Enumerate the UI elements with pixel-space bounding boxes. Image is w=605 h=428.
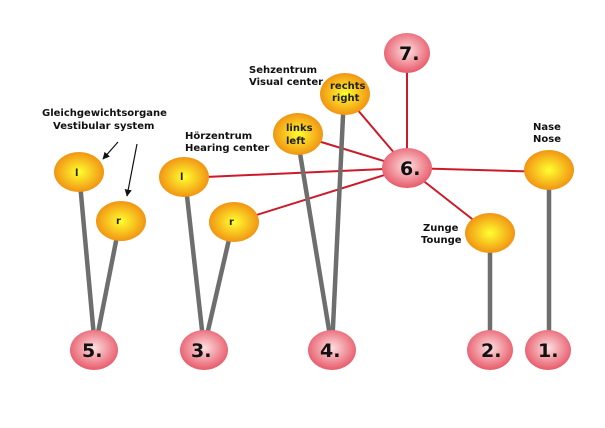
orange-nodes: l r l r links left rechts right	[54, 73, 574, 253]
gray-connections	[76, 94, 552, 349]
nose-caption-de: Nase	[533, 122, 561, 133]
nose-node	[524, 150, 574, 190]
vestibular-left-node	[54, 152, 104, 192]
node-7	[384, 33, 430, 73]
hearing-left-node	[159, 157, 209, 197]
visual-caption-en: Visual center	[249, 77, 323, 88]
visual-right-label-de: rechts	[330, 81, 366, 92]
visual-right-label-en: right	[332, 93, 360, 104]
link-hear-l-to-3	[182, 177, 207, 349]
hearing-left-label: l	[180, 172, 183, 183]
link-6-to-hearing-right	[233, 167, 408, 223]
link-hear-r-to-3	[201, 221, 236, 349]
node-5-number: 5.	[82, 340, 102, 362]
arrow-to-vest-r	[124, 143, 138, 197]
node-4-number: 4.	[320, 340, 340, 362]
link-visual-left-to-4	[294, 134, 335, 349]
hearing-caption-de: Hörzentrum	[185, 131, 252, 142]
node-3-number: 3.	[191, 340, 211, 362]
node-3	[180, 330, 228, 370]
vestibular-right-label: r	[116, 216, 121, 227]
visual-left-label-en: left	[286, 136, 306, 147]
node-5	[70, 330, 118, 370]
link-vest-r-to-5	[92, 220, 123, 349]
tongue-caption-de: Zunge	[423, 223, 459, 234]
numbered-nodes: 6. 7. 5. 3. 4. 2. 1.	[70, 33, 571, 370]
hearing-right-label: r	[229, 217, 234, 228]
visual-left-node	[273, 113, 323, 155]
node-1-number: 1.	[538, 340, 558, 362]
node-6-number: 6.	[400, 158, 420, 180]
visual-right-node	[320, 73, 370, 115]
node-6	[382, 148, 432, 188]
link-visual-right-to-4	[329, 94, 347, 349]
captions: Gleichgewichtsorgane Vestibular system H…	[42, 65, 561, 246]
vestibular-right-node	[96, 201, 146, 241]
tongue-caption-en: Tounge	[421, 235, 462, 246]
link-vest-l-to-5	[76, 171, 98, 349]
tongue-node	[465, 213, 515, 253]
node-2	[467, 330, 513, 370]
node-1	[525, 330, 571, 370]
hearing-right-node	[209, 202, 259, 242]
visual-left-label-de: links	[286, 123, 313, 134]
nose-caption-en: Nose	[533, 134, 561, 145]
link-6-to-hearing-left	[182, 167, 408, 179]
vestibular-caption-de: Gleichgewichtsorgane	[42, 108, 167, 119]
vestibular-left-label: l	[75, 168, 78, 179]
vestibular-caption-en: Vestibular system	[53, 121, 154, 132]
node-4	[308, 330, 356, 370]
visual-caption-de: Sehzentrum	[249, 65, 317, 76]
node-2-number: 2.	[481, 340, 501, 362]
node-7-number: 7.	[399, 43, 419, 65]
hearing-caption-en: Hearing center	[185, 143, 269, 154]
arrow-to-vest-l	[102, 141, 119, 160]
